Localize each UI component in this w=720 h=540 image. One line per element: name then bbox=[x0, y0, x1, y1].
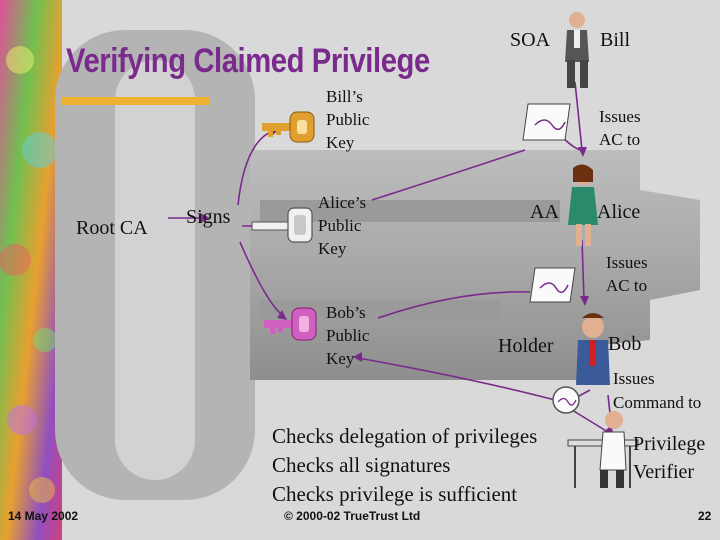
footer-copyright: © 2000-02 TrueTrust Ltd bbox=[284, 510, 420, 522]
magnified-certificate-icon bbox=[553, 387, 579, 413]
footer-date: 14 May 2002 bbox=[8, 510, 78, 522]
issues-ac-label-1: Issues AC to bbox=[599, 105, 641, 151]
check-item: Checks all signatures bbox=[272, 451, 450, 480]
aa-label: AA bbox=[530, 202, 559, 222]
alice-key-label: Alice’s Public Key bbox=[318, 191, 366, 260]
privilege-verifier-label: Privilege Verifier bbox=[633, 430, 705, 486]
check-item: Checks delegation of privileges bbox=[272, 422, 537, 451]
bob-key-label: Bob’s Public Key bbox=[326, 301, 369, 370]
page-number: 22 bbox=[698, 510, 711, 522]
title-underline bbox=[62, 97, 210, 105]
holder-label: Holder bbox=[498, 336, 554, 356]
verifier-person-icon bbox=[568, 411, 638, 488]
bob-label: Bob bbox=[608, 334, 641, 354]
check-item: Checks privilege is sufficient bbox=[272, 480, 517, 509]
bill-key-label: Bill’s Public Key bbox=[326, 85, 369, 154]
alice-label: Alice bbox=[597, 202, 640, 222]
issues-command-label: Issues Command to bbox=[613, 367, 701, 415]
signs-label: Signs bbox=[186, 207, 230, 227]
arrow-soa-issues bbox=[575, 82, 582, 150]
soa-label: SOA bbox=[510, 30, 550, 50]
issues-ac-label-2: Issues AC to bbox=[606, 251, 648, 297]
bill-key-icon bbox=[262, 112, 314, 142]
arrow-cert-to-verifier bbox=[572, 410, 608, 432]
slide-title: Verifying Claimed Privilege bbox=[66, 44, 430, 78]
certificate-icon-1 bbox=[523, 104, 570, 140]
bill-person-icon bbox=[565, 12, 589, 88]
bill-label: Bill bbox=[600, 30, 630, 50]
root-ca-label: Root CA bbox=[76, 218, 148, 238]
certificate-icon-2 bbox=[530, 268, 575, 302]
